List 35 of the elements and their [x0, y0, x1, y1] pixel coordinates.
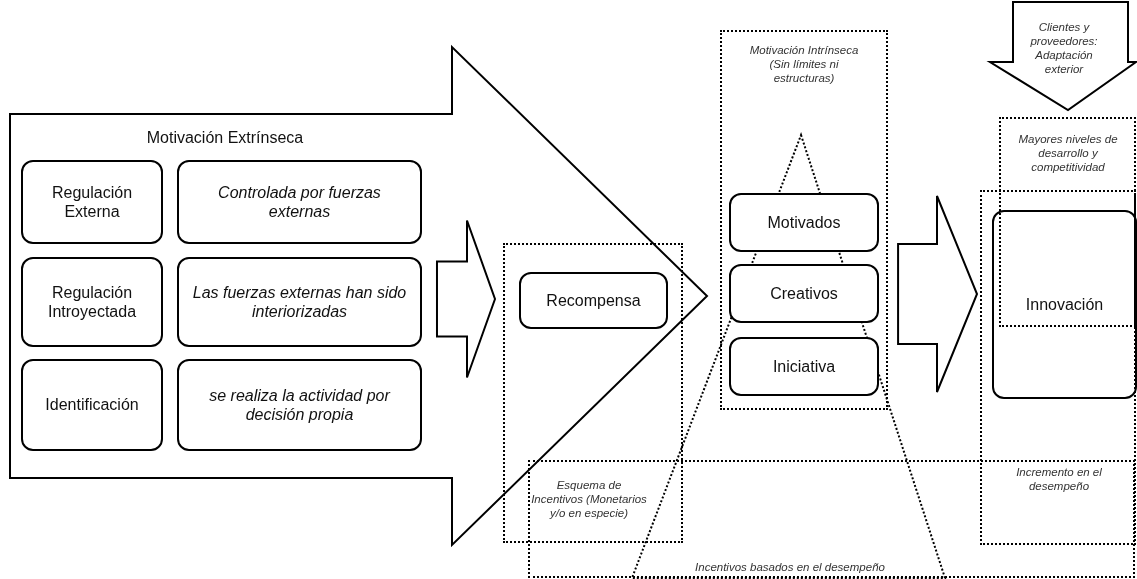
label: Regulación Introyectada: [46, 282, 138, 322]
dotted-frame: [528, 460, 1135, 578]
rounded-box: [21, 160, 163, 244]
italic-label: Controlada por fuerzas externas: [217, 182, 382, 222]
italic-label: Mayores niveles de desarrollo y competitividad: [1017, 133, 1119, 175]
italic-label: Las fuerzas externas han sido interiorizadas: [191, 282, 408, 322]
label: Recompensa: [546, 290, 641, 311]
italic-label: Clientes y proveedores: Adaptación exterior: [1029, 21, 1099, 77]
label: Regulación Externa: [50, 182, 134, 222]
block-arrow: [436, 219, 497, 379]
label: Innovación: [1025, 294, 1104, 315]
rounded-box: [992, 210, 1137, 399]
rounded-box: [177, 359, 422, 451]
label: Motivados: [767, 212, 841, 233]
rounded-box: [519, 272, 668, 329]
label: Creativos: [770, 283, 838, 304]
label: Motivación Extrínseca: [146, 128, 304, 148]
dotted-frame: [999, 117, 1136, 327]
rounded-box: [21, 257, 163, 347]
rounded-box: [729, 193, 879, 252]
italic-label: se realiza la actividad por decisión propia: [208, 385, 392, 425]
block-arrow: [897, 195, 979, 393]
label: Iniciativa: [772, 356, 836, 377]
italic-label: Motivación Intrínseca (Sin límites ni estructuras): [748, 44, 860, 86]
rounded-box: [729, 264, 879, 323]
rounded-box: [21, 359, 163, 451]
italic-label: Incentivos basados en el desempeño: [695, 561, 885, 575]
italic-label: Incremento en el desempeño: [1015, 466, 1103, 494]
block-arrow-shape: [10, 47, 707, 545]
dotted-frame: [980, 190, 1136, 545]
italic-label: Esquema de Incentivos (Monetarios y/o en especie): [530, 479, 648, 521]
rounded-box: [729, 337, 879, 396]
rounded-box: [177, 160, 422, 244]
label: Identificación: [45, 395, 139, 415]
rounded-box: [177, 257, 422, 347]
